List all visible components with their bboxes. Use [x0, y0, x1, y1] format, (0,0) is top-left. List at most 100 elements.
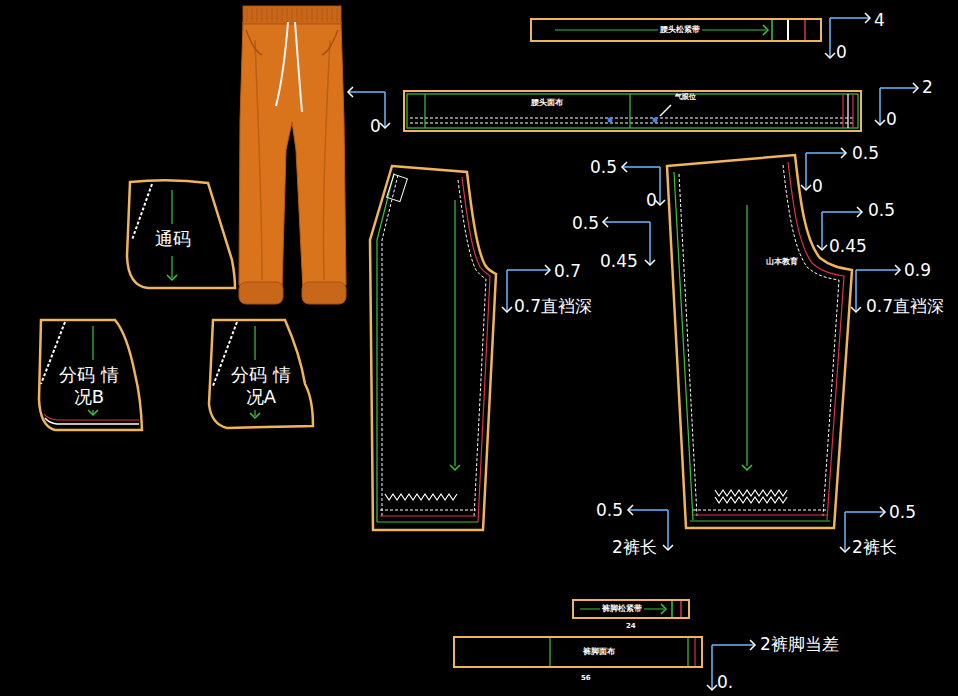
seam-line [771, 19, 773, 41]
pocket-line [322, 30, 338, 55]
gather-line [257, 8, 258, 22]
leader-line [660, 105, 671, 116]
arrow-head [880, 507, 885, 517]
seam-line [690, 520, 830, 521]
callout-arrow [506, 270, 508, 312]
gather-line [287, 8, 288, 22]
arrow-head [603, 217, 608, 227]
grain-line [171, 256, 172, 278]
eyelet-dot [653, 118, 658, 123]
callout-arrow [830, 17, 870, 19]
gather-line [337, 8, 338, 22]
arrow-head [851, 307, 861, 312]
callout-number: 0 [370, 116, 381, 136]
callout-arrow [821, 212, 823, 250]
piece-label: 通码 [155, 228, 191, 250]
seam-line [687, 638, 688, 666]
seam-line [671, 601, 673, 617]
piece-name: 气眼位 [675, 93, 696, 101]
gather-line [332, 8, 333, 22]
seam-line [382, 175, 398, 518]
seam-line [377, 521, 478, 522]
arrow-head [801, 185, 811, 190]
callout-arrow [829, 18, 831, 58]
drawstring [295, 22, 302, 112]
piece-name: 裤脚面布 [583, 647, 615, 657]
elastic-zigzag [385, 494, 457, 500]
seam-line [380, 515, 476, 516]
callout-number: 0 [646, 190, 657, 210]
callout-number: 0.9 [904, 260, 931, 280]
seam-line [694, 638, 695, 666]
callout-number: 0. [717, 672, 733, 692]
dimension-label: 2裤长 [612, 537, 657, 557]
arrow-head [817, 245, 827, 250]
seam-line [787, 19, 789, 41]
callout-arrow [667, 510, 669, 550]
seam-line [380, 510, 476, 511]
arrow-head [913, 83, 918, 93]
callout-arrow [844, 512, 846, 552]
seam-line [629, 94, 630, 128]
arrow-head [167, 275, 177, 280]
fold-shading [323, 40, 330, 280]
pattern-piece: 分码 情况A [205, 314, 319, 436]
callout-arrow [805, 153, 807, 190]
seam-line [407, 94, 858, 128]
arrow-head [250, 413, 260, 418]
gather-line [322, 8, 323, 22]
seam-line [44, 414, 139, 420]
arrow-head [628, 505, 633, 515]
callout-arrow [622, 166, 660, 168]
gather-line [302, 8, 303, 22]
callout-arrow [384, 92, 386, 128]
grain-line [92, 410, 93, 414]
piece-name: 腰头面布 [531, 98, 563, 108]
callout-number: 0 [836, 42, 847, 62]
callout-arrow [649, 222, 651, 265]
dimension-label: 2裤脚当差 [760, 634, 839, 654]
gather-line [312, 8, 313, 22]
callout-arrow [822, 211, 862, 213]
seam-line [679, 174, 697, 516]
grain-line [746, 205, 747, 466]
dimension-label: 0.7直裆深 [514, 296, 592, 316]
callout-number: 0.5 [596, 500, 623, 520]
seam-line [693, 510, 827, 511]
arrow-head [840, 547, 850, 552]
arrow-head [645, 260, 655, 265]
arrow-head [750, 640, 755, 650]
seam-line [410, 122, 855, 123]
callout-number: 0.7 [554, 261, 581, 281]
callout-number: 0 [812, 176, 823, 196]
arrow-head [502, 307, 512, 312]
seam-line [458, 180, 486, 518]
arrow-head [825, 53, 835, 58]
seam-line [783, 165, 839, 516]
callout-arrow [845, 511, 885, 513]
trousers-illustration [239, 22, 346, 290]
gather-line [272, 8, 273, 22]
arrow-head [895, 265, 900, 275]
pocket-line [246, 30, 262, 55]
pattern-piece: 通码 [122, 176, 240, 294]
piece-label: 分码 情况B [53, 364, 125, 407]
gather-line [292, 8, 293, 22]
callout-arrow [880, 87, 918, 89]
arrow-head [707, 685, 717, 690]
callout-arrow [855, 270, 857, 312]
callout-arrow [806, 152, 846, 154]
gather-line [317, 8, 318, 22]
arrow-head [88, 410, 98, 415]
callout-arrow [711, 645, 713, 690]
fold-shading [255, 40, 262, 280]
grain-line [92, 326, 93, 360]
callout-arrow [856, 269, 900, 271]
arrow-head [763, 25, 768, 35]
arrow-head [450, 465, 460, 470]
callout-arrow [348, 91, 385, 93]
arrow-head [622, 162, 627, 172]
grain-line [254, 326, 255, 360]
arrow-head [857, 207, 862, 217]
seam-line [788, 162, 844, 520]
